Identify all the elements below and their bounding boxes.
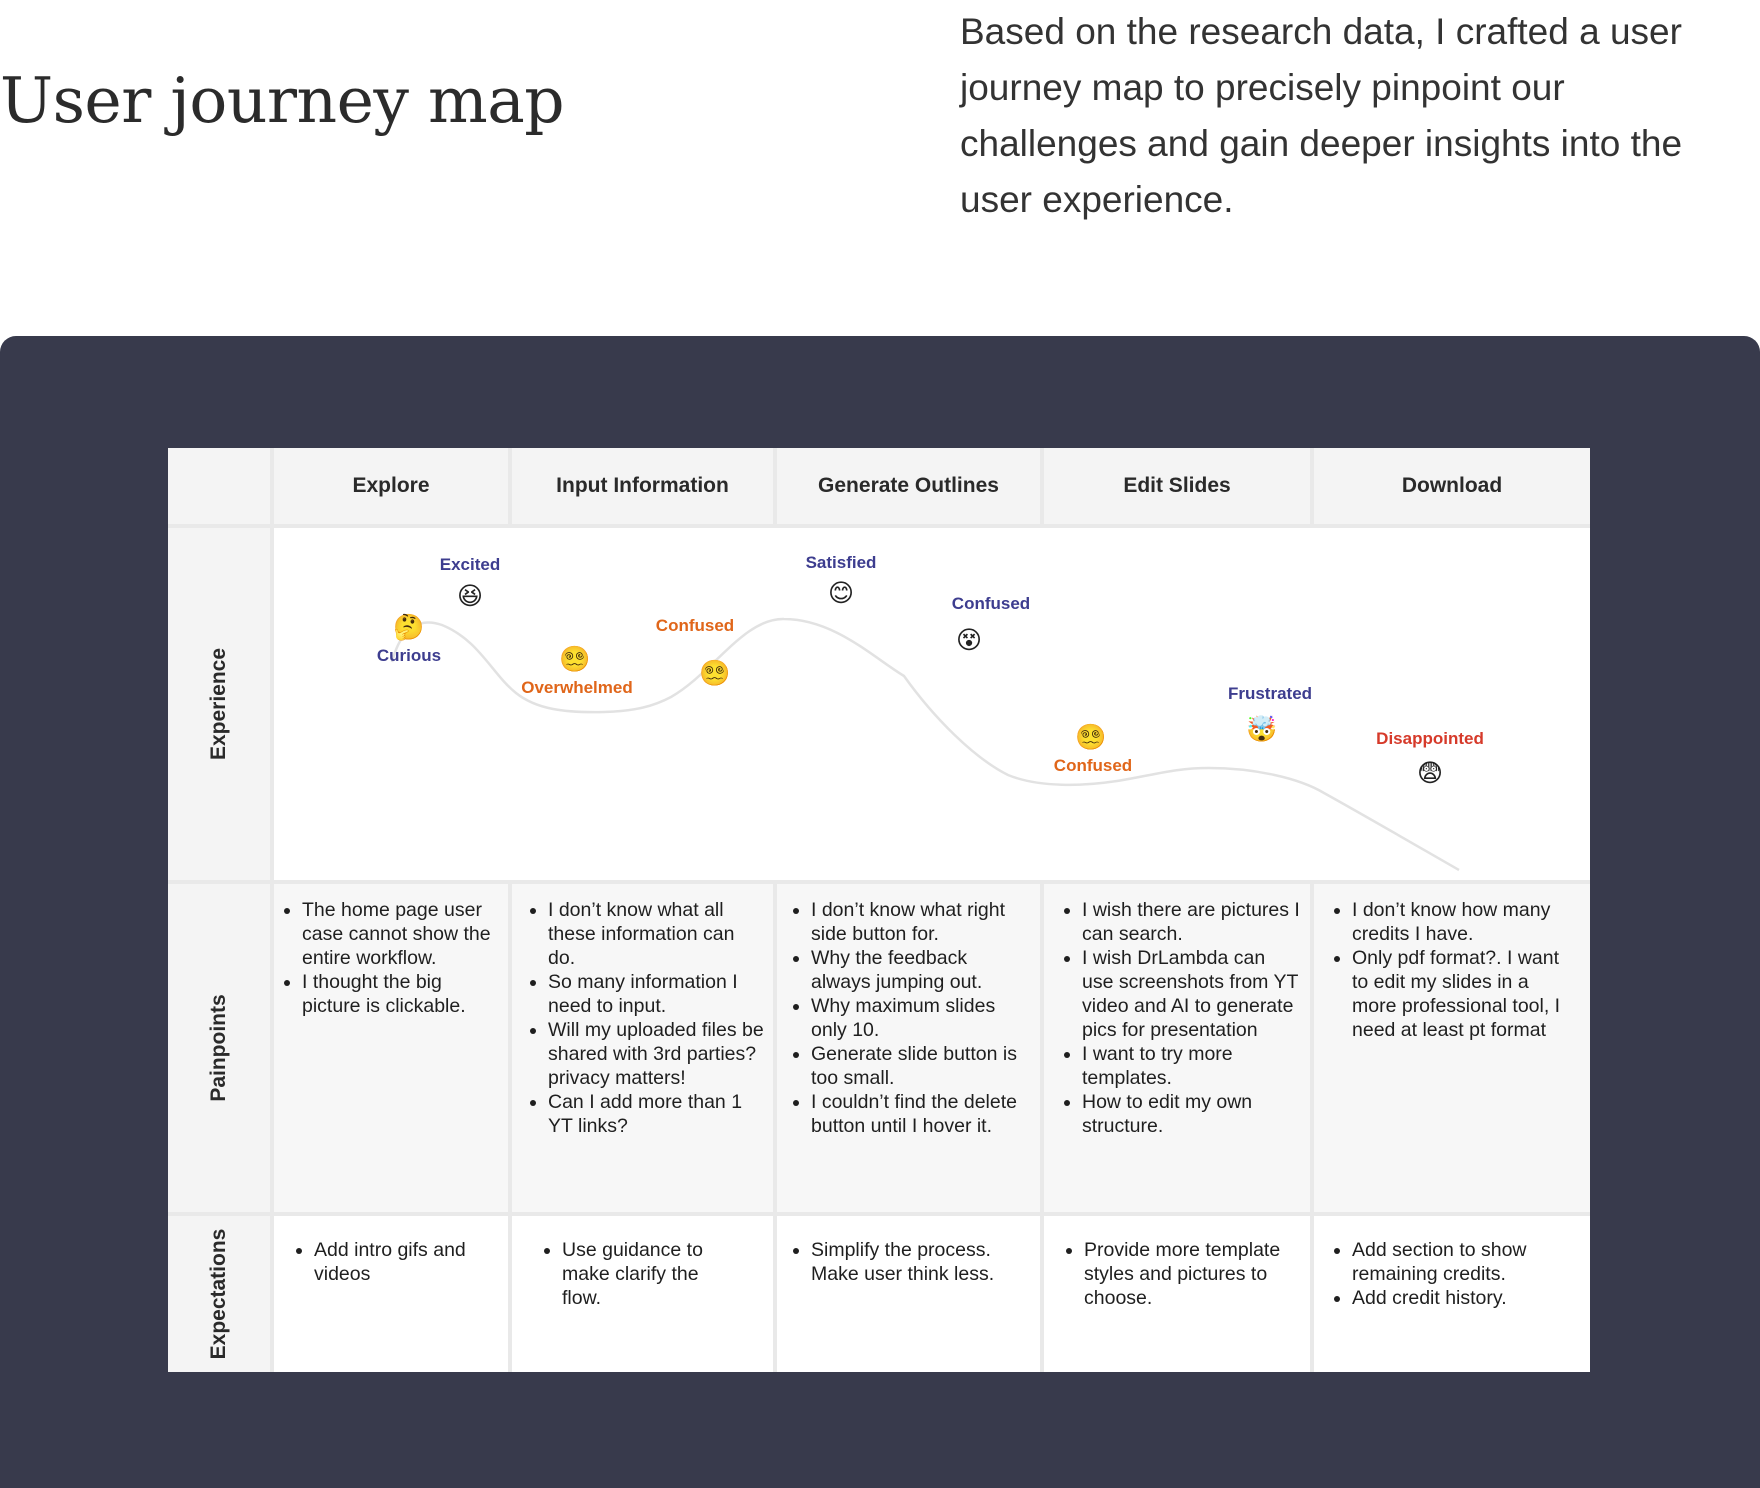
expectations-cell-generate-outlines: Simplify the process. Make user think le… (777, 1216, 1040, 1372)
painpoints-item: I wish DrLambda can use screenshots from… (1082, 946, 1300, 1042)
expectations-list: Simplify the process. Make user think le… (783, 1238, 1034, 1286)
emotion-confused-icon: 😵‍💫 (699, 659, 731, 688)
painpoints-list: I don’t know what right side button for.… (783, 898, 1032, 1138)
expectations-item: Add credit history. (1352, 1286, 1580, 1310)
emotion-label: Confused (951, 594, 1031, 613)
painpoints-list: The home page user case cannot show the … (274, 898, 500, 1018)
expectations-item: Use guidance to make clarify the flow. (562, 1238, 733, 1310)
emotion-confused-icon: 😵‍💫 (1075, 723, 1107, 752)
stage-header-generate-outlines: Generate Outlines (777, 448, 1040, 524)
stage-header-input-information: Input Information (512, 448, 773, 524)
stage-header-edit-slides: Edit Slides (1044, 448, 1310, 524)
expectations-item: Provide more template styles and picture… (1084, 1238, 1300, 1310)
painpoints-item: Generate slide button is too small. (811, 1042, 1032, 1090)
painpoints-cell-explore: The home page user case cannot show the … (274, 884, 508, 1212)
experience-area: 🤔 Curious 😆 Excited 😵‍💫 Overwhelmed 😵‍💫 Confuse… (274, 528, 1590, 880)
painpoints-item: I don’t know how many credits I have. (1352, 898, 1578, 946)
painpoints-item: I couldn’t find the delete button until … (811, 1090, 1032, 1138)
emotion-frustrated-icon: 🤯 (1246, 715, 1278, 744)
expectations-item: Add section to show remaining credits. (1352, 1238, 1580, 1286)
emotion-curious-icon: 🤔 (393, 613, 425, 642)
painpoints-item: How to edit my own structure. (1082, 1090, 1300, 1138)
emotion-label: Confused (1053, 756, 1133, 775)
emotion-disappointed-icon: 😨 (1416, 759, 1444, 788)
painpoints-item: Only pdf format?. I want to edit my slid… (1352, 946, 1578, 1042)
painpoints-cell-edit-slides: I wish there are pictures I can search.I… (1044, 884, 1310, 1212)
painpoints-item: The home page user case cannot show the … (302, 898, 500, 970)
emotion-label: Excited (439, 555, 501, 574)
expectations-cell-edit-slides: Provide more template styles and picture… (1044, 1216, 1310, 1372)
emotion-confused-icon: 😵 (955, 626, 983, 655)
expectations-item: Add intro gifs and videos (314, 1238, 500, 1286)
emotion-excited-icon: 😆 (456, 582, 484, 611)
emotion-label: Confused (655, 616, 735, 635)
journey-map: Explore Input Information Generate Outli… (168, 448, 1590, 1372)
emotion-label: Disappointed (1376, 729, 1484, 748)
emotion-curve (390, 617, 1460, 872)
row-label-expectations-text: Expectations (207, 1228, 230, 1360)
expectations-list: Add section to show remaining credits.Ad… (1324, 1238, 1580, 1310)
row-label-painpoints: Painpoints (168, 884, 270, 1212)
expectations-cell-input-information: Use guidance to make clarify the flow. (512, 1216, 773, 1372)
expectations-item: Simplify the process. Make user think le… (811, 1238, 1034, 1286)
painpoints-list: I wish there are pictures I can search.I… (1054, 898, 1300, 1138)
emotion-satisfied-icon: 😊 (827, 579, 855, 608)
row-label-expectations: Expectations (168, 1216, 270, 1372)
row-label-painpoints-text: Painpoints (207, 994, 230, 1102)
emotion-label: Frustrated (1227, 684, 1313, 703)
row-label-experience-text: Experience (207, 647, 230, 761)
painpoints-item: I don’t know what right side button for. (811, 898, 1032, 946)
emotion-label: Curious (376, 646, 442, 665)
painpoints-item: I thought the big picture is clickable. (302, 970, 500, 1018)
emotion-overwhelmed-icon: 😵‍💫 (559, 645, 591, 674)
painpoints-item: I wish there are pictures I can search. (1082, 898, 1300, 946)
row-label-experience: Experience (168, 528, 270, 880)
expectations-list: Add intro gifs and videos (286, 1238, 500, 1286)
painpoints-item: I want to try more templates. (1082, 1042, 1300, 1090)
painpoints-item: I don’t know what all these information … (548, 898, 765, 970)
painpoints-item: Why the feedback always jumping out. (811, 946, 1032, 994)
expectations-cell-explore: Add intro gifs and videos (274, 1216, 508, 1372)
stage-header-explore: Explore (274, 448, 508, 524)
expectations-list: Use guidance to make clarify the flow. (534, 1238, 733, 1310)
emotion-label: Satisfied (805, 553, 877, 572)
painpoints-cell-input-information: I don’t know what all these information … (512, 884, 773, 1212)
painpoints-item: Will my uploaded files be shared with 3r… (548, 1018, 765, 1090)
corner-cell (168, 448, 270, 524)
stage-header-download: Download (1314, 448, 1590, 524)
expectations-list: Provide more template styles and picture… (1056, 1238, 1300, 1310)
painpoints-cell-download: I don’t know how many credits I have.Onl… (1314, 884, 1590, 1212)
painpoints-list: I don’t know what all these information … (520, 898, 765, 1138)
painpoints-item: Why maximum slides only 10. (811, 994, 1032, 1042)
painpoints-list: I don’t know how many credits I have.Onl… (1324, 898, 1578, 1042)
emotion-label: Overwhelmed (521, 678, 633, 697)
intro-text: Based on the research data, I crafted a … (960, 11, 1683, 220)
painpoints-cell-generate-outlines: I don’t know what right side button for.… (777, 884, 1040, 1212)
page-title: User journey map (0, 64, 565, 137)
painpoints-item: So many information I need to input. (548, 970, 765, 1018)
painpoints-item: Can I add more than 1 YT links? (548, 1090, 765, 1138)
expectations-cell-download: Add section to show remaining credits.Ad… (1314, 1216, 1590, 1372)
